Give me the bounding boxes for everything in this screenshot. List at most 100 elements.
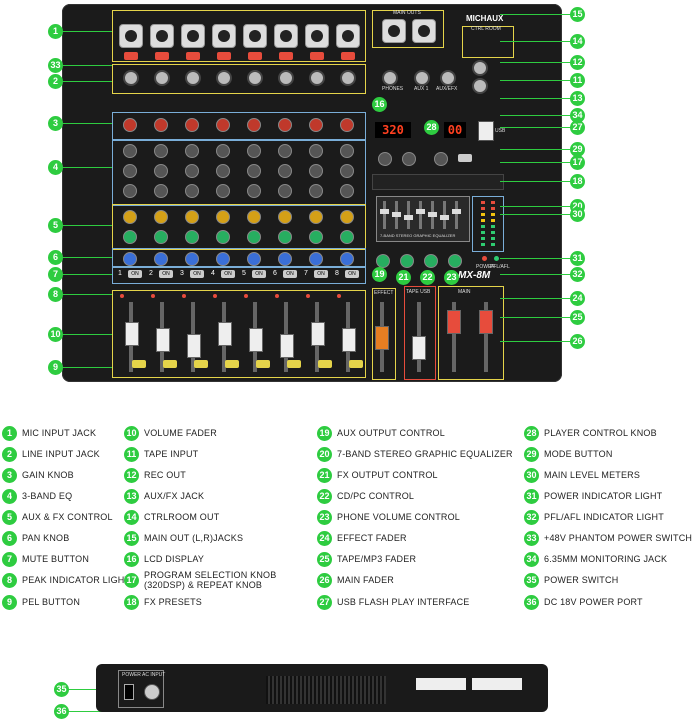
gain-knob[interactable] (309, 118, 323, 132)
phantom-switch[interactable] (341, 52, 355, 60)
aux-knob[interactable] (247, 210, 261, 224)
volume-fader[interactable] (125, 322, 139, 346)
eq-mid-knob[interactable] (278, 164, 292, 178)
pfl-button[interactable] (287, 360, 301, 368)
eq-band-cap[interactable] (380, 209, 389, 214)
pfl-button[interactable] (349, 360, 363, 368)
line-input-jack[interactable] (340, 70, 356, 86)
pan-knob[interactable] (340, 252, 354, 266)
eq-low-knob[interactable] (123, 184, 137, 198)
phantom-switch[interactable] (186, 52, 200, 60)
eq-mid-knob[interactable] (309, 164, 323, 178)
phone-volume-knob[interactable] (448, 254, 462, 268)
aux-knob[interactable] (278, 210, 292, 224)
usb-port[interactable] (478, 121, 494, 141)
gain-knob[interactable] (185, 118, 199, 132)
eq-low-knob[interactable] (340, 184, 354, 198)
aux-knob[interactable] (123, 210, 137, 224)
aux-knob[interactable] (216, 210, 230, 224)
aux-knob[interactable] (309, 210, 323, 224)
pfl-button[interactable] (318, 360, 332, 368)
pan-knob[interactable] (278, 252, 292, 266)
eq-band-cap[interactable] (416, 209, 425, 214)
power-switch[interactable] (124, 684, 134, 700)
eq-mid-knob[interactable] (216, 164, 230, 178)
mic-input-jack[interactable] (212, 24, 236, 48)
mute-button[interactable]: ON (190, 270, 204, 278)
eq-low-knob[interactable] (278, 184, 292, 198)
eq-band-cap[interactable] (440, 215, 449, 220)
eq-high-knob[interactable] (154, 144, 168, 158)
volume-fader[interactable] (342, 328, 356, 352)
dc-power-port[interactable] (144, 684, 160, 700)
volume-fader[interactable] (249, 328, 263, 352)
aux-efx-jack[interactable] (440, 70, 456, 86)
aux-output-knob[interactable] (376, 254, 390, 268)
phantom-switch[interactable] (217, 52, 231, 60)
phantom-switch[interactable] (279, 52, 293, 60)
eq-band-cap[interactable] (404, 215, 413, 220)
pan-knob[interactable] (247, 252, 261, 266)
fx-knob[interactable] (154, 230, 168, 244)
pfl-button[interactable] (163, 360, 177, 368)
rec-out-jack[interactable] (472, 60, 488, 76)
eq-band-slider[interactable] (383, 201, 386, 229)
gain-knob[interactable] (123, 118, 137, 132)
eq-high-knob[interactable] (247, 144, 261, 158)
phones-jack[interactable] (382, 70, 398, 86)
volume-fader[interactable] (187, 334, 201, 358)
eq-mid-knob[interactable] (340, 164, 354, 178)
eq-low-knob[interactable] (216, 184, 230, 198)
eq-band-slider[interactable] (419, 201, 422, 229)
line-input-jack[interactable] (247, 70, 263, 86)
aux-knob[interactable] (154, 210, 168, 224)
gain-knob[interactable] (340, 118, 354, 132)
phantom-switch[interactable] (248, 52, 262, 60)
main-fader-right[interactable] (479, 310, 493, 334)
player-control-knob[interactable] (434, 152, 448, 166)
phantom-switch[interactable] (124, 52, 138, 60)
aux-knob[interactable] (340, 210, 354, 224)
mute-button[interactable]: ON (283, 270, 297, 278)
eq-mid-knob[interactable] (247, 164, 261, 178)
eq-band-cap[interactable] (452, 209, 461, 214)
mic-input-jack[interactable] (336, 24, 360, 48)
eq-low-knob[interactable] (309, 184, 323, 198)
repeat-knob[interactable] (402, 152, 416, 166)
pfl-button[interactable] (132, 360, 146, 368)
mic-input-jack[interactable] (274, 24, 298, 48)
mode-button[interactable] (458, 154, 472, 162)
mute-button[interactable]: ON (345, 270, 359, 278)
line-input-jack[interactable] (309, 70, 325, 86)
eq-band-cap[interactable] (428, 212, 437, 217)
pan-knob[interactable] (154, 252, 168, 266)
gain-knob[interactable] (247, 118, 261, 132)
line-input-jack[interactable] (278, 70, 294, 86)
mic-input-jack[interactable] (243, 24, 267, 48)
aux-out-jack[interactable] (414, 70, 430, 86)
volume-fader[interactable] (280, 334, 294, 358)
cd-pc-knob[interactable] (424, 254, 438, 268)
mute-button[interactable]: ON (128, 270, 142, 278)
mute-button[interactable]: ON (221, 270, 235, 278)
pan-knob[interactable] (123, 252, 137, 266)
gain-knob[interactable] (278, 118, 292, 132)
phantom-switch[interactable] (310, 52, 324, 60)
aux-knob[interactable] (185, 210, 199, 224)
mute-button[interactable]: ON (314, 270, 328, 278)
fx-knob[interactable] (247, 230, 261, 244)
fx-knob[interactable] (278, 230, 292, 244)
mic-input-jack[interactable] (150, 24, 174, 48)
eq-high-knob[interactable] (340, 144, 354, 158)
pan-knob[interactable] (309, 252, 323, 266)
tape-in-jack[interactable] (472, 78, 488, 94)
main-out-left-jack[interactable] (382, 19, 406, 43)
volume-fader[interactable] (311, 322, 325, 346)
pan-knob[interactable] (216, 252, 230, 266)
program-knob[interactable] (378, 152, 392, 166)
tape-fader[interactable] (412, 336, 426, 360)
eq-high-knob[interactable] (216, 144, 230, 158)
pfl-button[interactable] (256, 360, 270, 368)
mic-input-jack[interactable] (119, 24, 143, 48)
mute-button[interactable]: ON (252, 270, 266, 278)
